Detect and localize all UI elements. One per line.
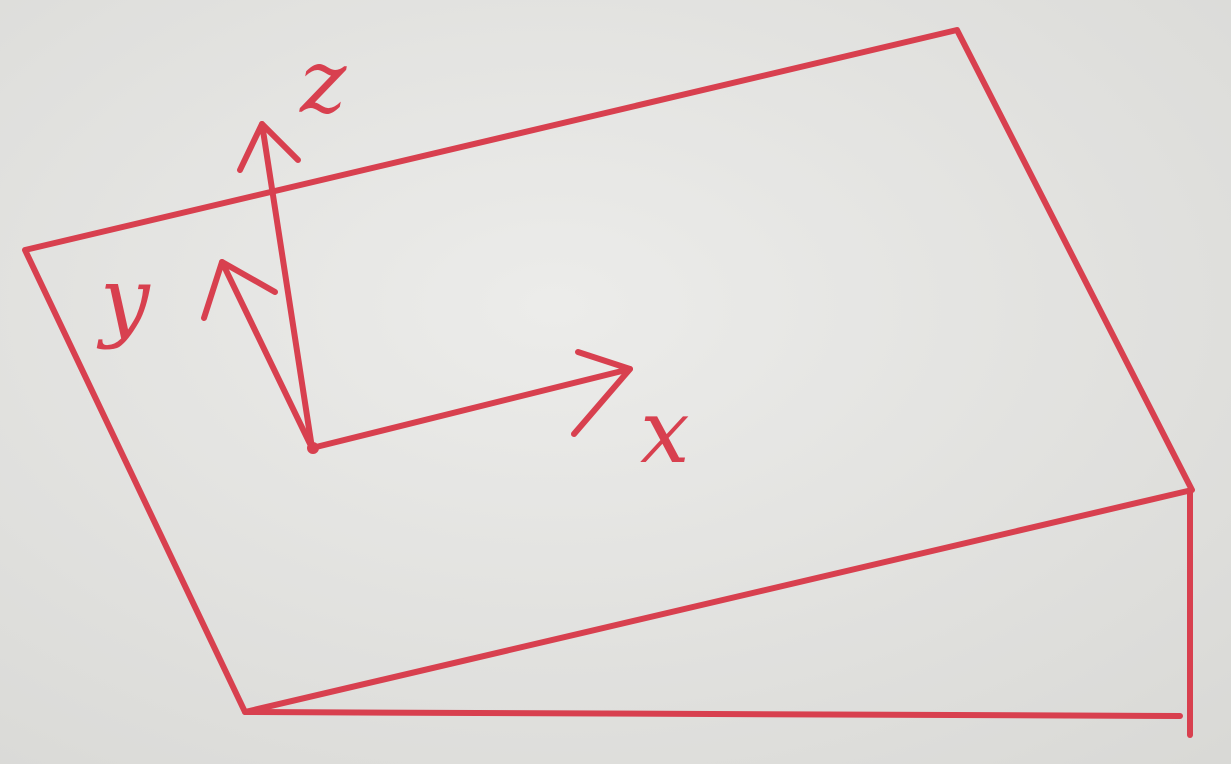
x-axis-arrow (309, 349, 633, 451)
z-axis-arrow (237, 121, 315, 451)
wedge-base-edge (242, 709, 1183, 719)
x-axis-label: x (640, 380, 690, 483)
z-axis-label: z (299, 30, 347, 133)
origin-point (307, 442, 319, 454)
y-axis-label: y (96, 248, 151, 351)
y-axis-arrow (201, 259, 315, 451)
